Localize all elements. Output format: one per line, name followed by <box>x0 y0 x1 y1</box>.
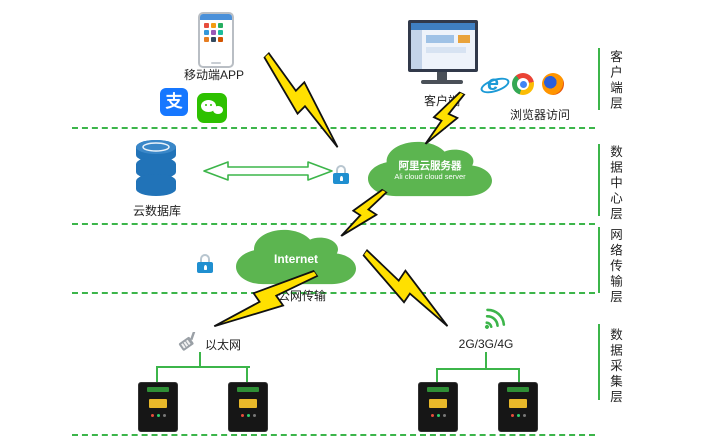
lock-icon <box>332 165 350 184</box>
lightning-bolt-cloud-to-internet <box>337 181 391 246</box>
device-icon <box>228 382 268 432</box>
cellular-drop-line <box>485 352 487 368</box>
public-network-label: 公网传输 <box>277 289 326 303</box>
cloud-database-label: 云数据库 <box>132 204 181 218</box>
wechat-icon <box>197 93 227 123</box>
ethernet-drop-line <box>199 352 201 366</box>
ali-cloud-label-en: Ali cloud cloud server <box>394 172 466 181</box>
layer-label-network: 网络传输层 <box>608 228 622 306</box>
ethernet-connector-icon <box>178 332 196 351</box>
layer-axis-line-2 <box>598 144 600 216</box>
layer-label-data-center: 数据中心层 <box>608 145 622 223</box>
ethernet-branch-line <box>246 366 248 382</box>
ethernet-branch-line <box>156 366 158 382</box>
alipay-icon: 支 <box>160 88 188 116</box>
monitor-stand <box>437 72 447 80</box>
phone-status-bar <box>200 14 232 20</box>
ali-cloud-shape <box>368 141 492 197</box>
mobile-phone-icon <box>198 12 234 68</box>
monitor-base <box>421 80 463 84</box>
database-icon <box>134 138 178 198</box>
internet-label: Internet <box>273 252 318 266</box>
layer-separator-3 <box>72 292 595 294</box>
alipay-glyph: 支 <box>165 92 183 111</box>
layer-separator-2 <box>72 223 595 225</box>
layer-label-acquisition: 数据采集层 <box>608 328 622 406</box>
ethernet-bus-line <box>156 366 250 368</box>
lightning-bolt-internet-to-cellular <box>353 245 461 331</box>
ie-browser-icon: e <box>478 72 512 97</box>
lock-icon <box>196 254 214 273</box>
layer-axis-line-4 <box>598 324 600 400</box>
sync-arrow <box>203 161 333 181</box>
lightning-bolt-app-to-cloud <box>251 48 354 151</box>
cellular-branch-line <box>518 368 520 382</box>
firefox-browser-icon <box>542 73 564 95</box>
cellular-label: 2G/3G/4G <box>458 337 514 351</box>
chrome-browser-icon <box>512 73 534 95</box>
ethernet-label: 以太网 <box>204 338 241 352</box>
client-monitor-icon <box>408 20 478 72</box>
layer-label-client: 客户端层 <box>608 50 622 112</box>
layer-axis-line-1 <box>598 48 600 110</box>
wifi-signal-icon <box>484 308 506 329</box>
phone-app-grid <box>200 20 232 45</box>
internet-cloud-shape <box>236 229 356 285</box>
ie-glyph: e <box>487 72 499 95</box>
device-icon <box>498 382 538 432</box>
device-icon <box>418 382 458 432</box>
phone-home-bar <box>211 62 221 64</box>
browser-access-label: 浏览器访问 <box>509 108 570 122</box>
cellular-branch-line <box>436 368 438 382</box>
cellular-bus-line <box>436 368 520 370</box>
mobile-app-label: 移动端APP <box>183 68 244 82</box>
layer-separator-4 <box>72 434 595 436</box>
layer-axis-line-3 <box>598 227 600 293</box>
layer-separator-1 <box>72 127 595 129</box>
ali-cloud-label-cn: 阿里云服务器 <box>398 160 462 172</box>
lightning-bolt-internet-to-ethernet <box>211 256 322 346</box>
lightning-bolt-client-to-cloud <box>421 86 469 152</box>
device-icon <box>138 382 178 432</box>
